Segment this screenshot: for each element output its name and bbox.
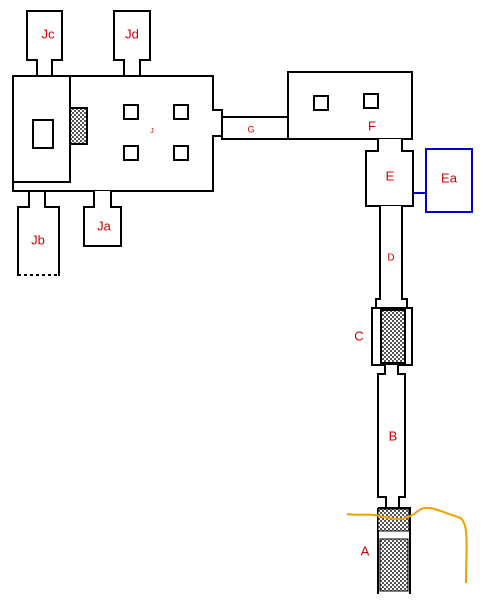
label-jc: Jc — [42, 26, 56, 41]
label-d: D — [387, 253, 394, 264]
sarcophagus — [32, 119, 54, 149]
side-chamber-ja — [83, 191, 122, 247]
label-e: E — [386, 168, 395, 183]
pillar — [173, 104, 189, 120]
label-b: B — [389, 428, 398, 443]
label-ja: Ja — [97, 218, 112, 233]
pillar — [123, 145, 139, 161]
entrance-stairs-lower — [379, 538, 409, 592]
pillar — [173, 145, 189, 161]
pillar — [123, 104, 139, 120]
ground-line — [346, 506, 468, 584]
pillar — [363, 93, 379, 109]
label-c: C — [354, 328, 363, 343]
pillared-hall-f — [287, 71, 413, 140]
label-jd: Jd — [125, 26, 139, 41]
entrance-stairs-upper — [377, 508, 410, 532]
label-jb: Jb — [31, 232, 45, 247]
annex-ea — [413, 148, 473, 213]
corridor-g — [221, 116, 289, 140]
side-chamber-jd — [113, 10, 151, 77]
side-chamber-jb — [17, 191, 60, 276]
ramp-c-stairs — [380, 309, 406, 364]
side-chamber-jc — [26, 10, 63, 77]
label-f: F — [368, 118, 376, 133]
crypt-stairs — [69, 107, 88, 145]
label-j: J — [150, 128, 154, 135]
label-a: A — [361, 543, 370, 558]
label-g: G — [247, 124, 254, 134]
label-ea: Ea — [441, 170, 458, 185]
pillar — [313, 95, 329, 111]
